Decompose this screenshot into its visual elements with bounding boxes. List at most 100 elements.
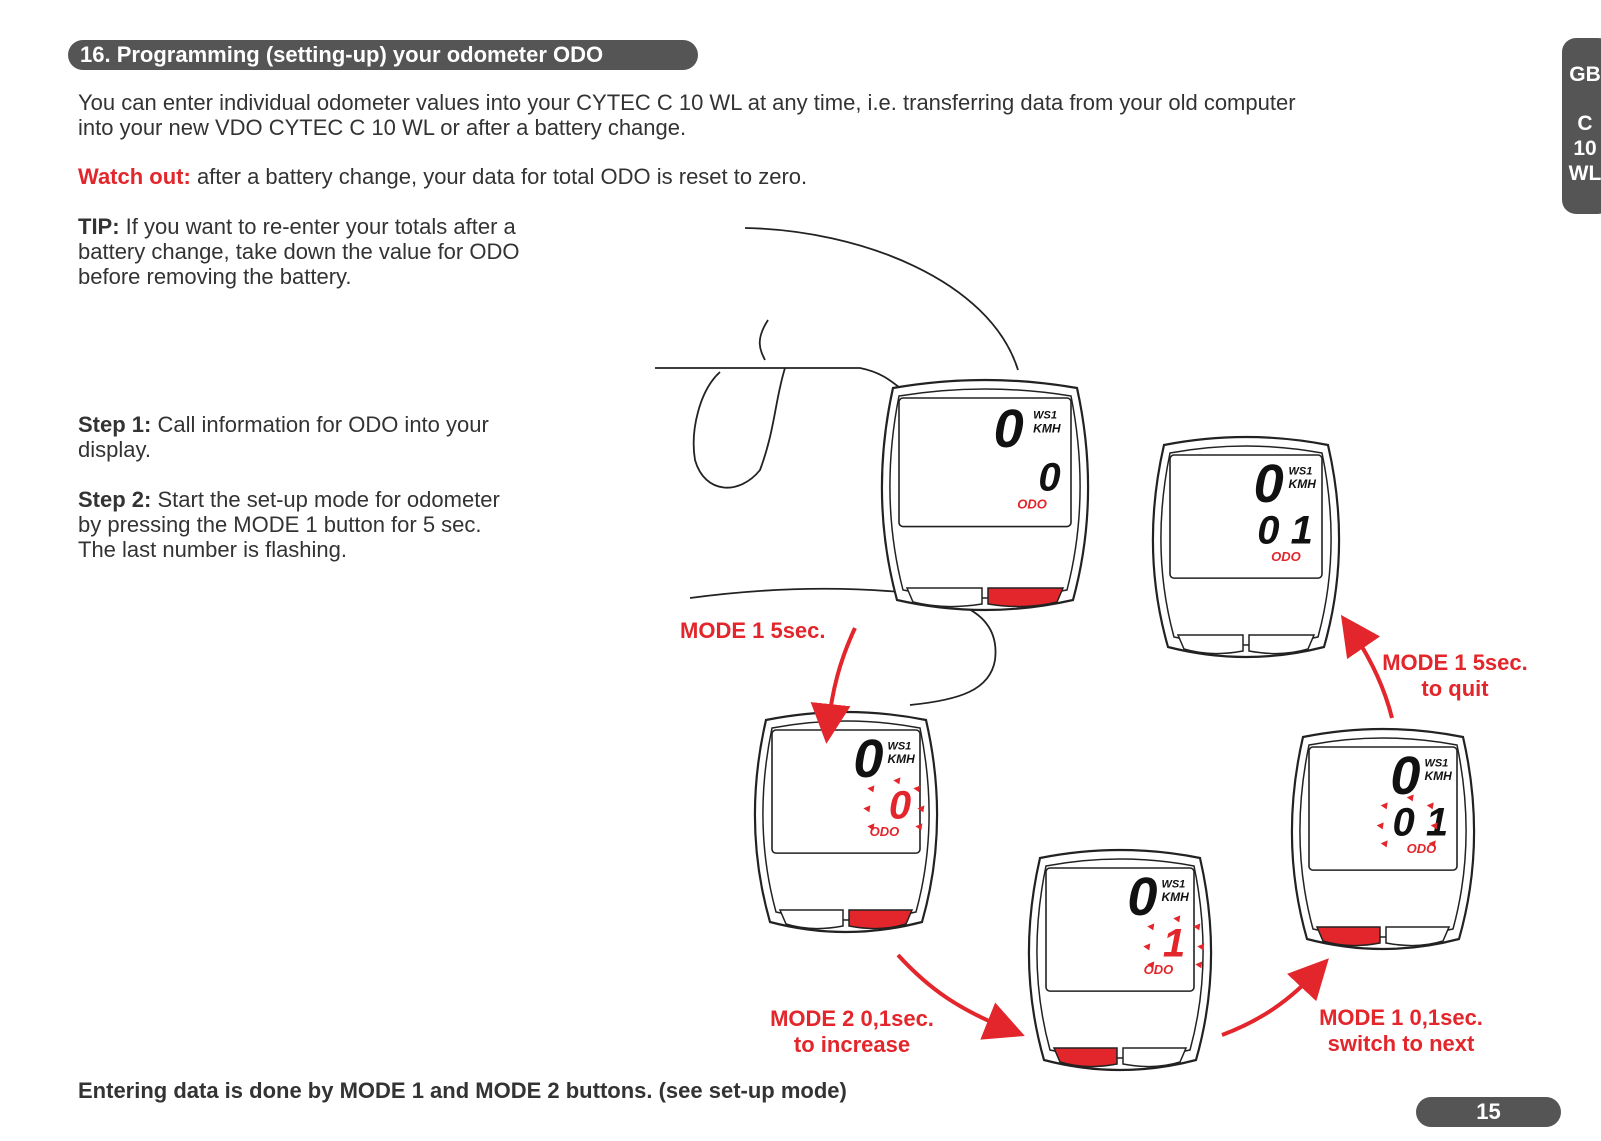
tip-paragraph: TIP: If you want to re-enter your totals… [78, 214, 519, 289]
flash-tick [1380, 840, 1388, 848]
flash-tick [867, 823, 875, 831]
flash-tick [913, 785, 921, 793]
device-bezel [889, 388, 1081, 599]
flash-tick [1430, 822, 1438, 830]
odo-label: ODO [1017, 497, 1047, 512]
arrow-mode1-next [1221, 958, 1329, 1037]
step2-line-1: Start the set-up mode for odometer [151, 487, 500, 512]
flash-tick [1195, 961, 1203, 969]
flash-tick [1147, 961, 1155, 969]
intro-line-1: You can enter individual odometer values… [78, 90, 1296, 115]
intro-paragraph: You can enter individual odometer values… [78, 90, 1296, 140]
mode1-next-label: MODE 1 0,1sec. switch to next [1296, 1005, 1506, 1057]
mode2-increase-label: MODE 2 0,1sec. to increase [752, 1006, 952, 1058]
odo-value: 0 1 [1393, 801, 1449, 845]
unit-label: KMH [1033, 422, 1061, 436]
mode1-button [1315, 926, 1381, 947]
mode1-next-line-2: switch to next [1327, 1031, 1475, 1056]
odo-label: ODO [1271, 549, 1301, 564]
odo-value: 0 [889, 784, 911, 828]
mode2-button [848, 909, 914, 930]
flash-tick [1143, 943, 1151, 951]
flash-tick [1428, 840, 1436, 848]
mode2-increase-line-1: MODE 2 0,1sec. [770, 1006, 934, 1031]
arrow-mode1-start [810, 627, 857, 744]
mode1-quit-label: MODE 1 5sec. to quit [1370, 650, 1540, 702]
speed-digit: 0 [1390, 746, 1420, 806]
mode1-button [778, 909, 844, 930]
step2-line-3: The last number is flashing. [78, 537, 348, 562]
mode2-button [1122, 1047, 1188, 1068]
tab-line-gb: GB [1569, 63, 1601, 86]
mode1-button [905, 587, 983, 608]
device-screen [1308, 746, 1458, 871]
mode2-button [1248, 634, 1316, 655]
flash-tick [1426, 802, 1434, 810]
mode2-button [1385, 926, 1451, 947]
flash-tick [1197, 943, 1205, 951]
flash-tick [863, 805, 871, 813]
mode1-next-line-1: MODE 1 0,1sec. [1319, 1005, 1483, 1030]
watch-out-text: after a battery change, your data for to… [190, 164, 808, 189]
step2-line-2: by pressing the MODE 1 button for 5 sec. [78, 512, 482, 537]
speed-digit: 0 [1127, 867, 1157, 927]
mode1-5sec-label: MODE 1 5sec. [680, 618, 826, 643]
flash-tick [1173, 915, 1181, 923]
tip-line-1: If you want to re-enter your totals afte… [119, 214, 516, 239]
mode1-quit-line-1: MODE 1 5sec. [1382, 650, 1528, 675]
watch-out-paragraph: Watch out: after a battery change, your … [78, 164, 807, 189]
ws-label: WS1 [1289, 466, 1313, 478]
step1-label: Step 1: [78, 412, 152, 437]
tip-label: TIP: [78, 214, 120, 239]
tip-line-3: before removing the battery. [78, 264, 352, 289]
unit-label: KMH [1424, 769, 1452, 783]
flash-tick [1376, 822, 1384, 830]
device-bezel [1160, 445, 1332, 646]
flash-tick [893, 777, 901, 785]
mode1-button [1176, 634, 1244, 655]
ws-label: WS1 [887, 741, 911, 753]
unit-label: KMH [887, 752, 915, 766]
mode2-button [987, 587, 1065, 608]
speed-digit: 0 [994, 399, 1024, 459]
flash-tick [917, 805, 925, 813]
speed-digit: 0 [1254, 454, 1284, 514]
odo-label: ODO [1407, 841, 1437, 856]
flash-tick [867, 785, 875, 793]
page-number: 15 [1416, 1097, 1561, 1127]
section-title: 16. Programming (setting-up) your odomet… [68, 40, 698, 70]
device-screen [1045, 867, 1195, 992]
step1-paragraph: Step 1: Call information for ODO into yo… [78, 412, 489, 462]
unit-label: KMH [1161, 890, 1189, 904]
flash-tick [1406, 794, 1414, 802]
step1-line-1: Call information for ODO into your [151, 412, 489, 437]
flash-tick [1193, 923, 1201, 931]
intro-line-2: into your new VDO CYTEC C 10 WL or after… [78, 115, 687, 140]
mode2-increase-line-2: to increase [793, 1032, 911, 1057]
arrow-mode1-quit [1340, 614, 1394, 719]
device-bezel [1299, 737, 1467, 938]
flash-tick [915, 823, 923, 831]
odo-value: 0 [1038, 456, 1060, 500]
device-bezel [762, 720, 930, 921]
ws-label: WS1 [1424, 758, 1448, 770]
ws-label: WS1 [1033, 410, 1057, 422]
device-bezel [1036, 858, 1204, 1059]
language-model-tab: GB C 10 WL [1562, 38, 1601, 214]
watch-out-label: Watch out: [78, 164, 191, 189]
step2-label: Step 2: [78, 487, 152, 512]
device-screen [898, 397, 1072, 528]
odo-value: 1 [1163, 922, 1185, 966]
step1-line-2: display. [78, 437, 151, 462]
tab-line-c: C [1577, 112, 1593, 135]
speed-digit: 0 [853, 729, 883, 789]
odo-label: ODO [870, 824, 900, 839]
tab-line-wl: WL [1568, 162, 1601, 185]
flash-tick [1380, 802, 1388, 810]
